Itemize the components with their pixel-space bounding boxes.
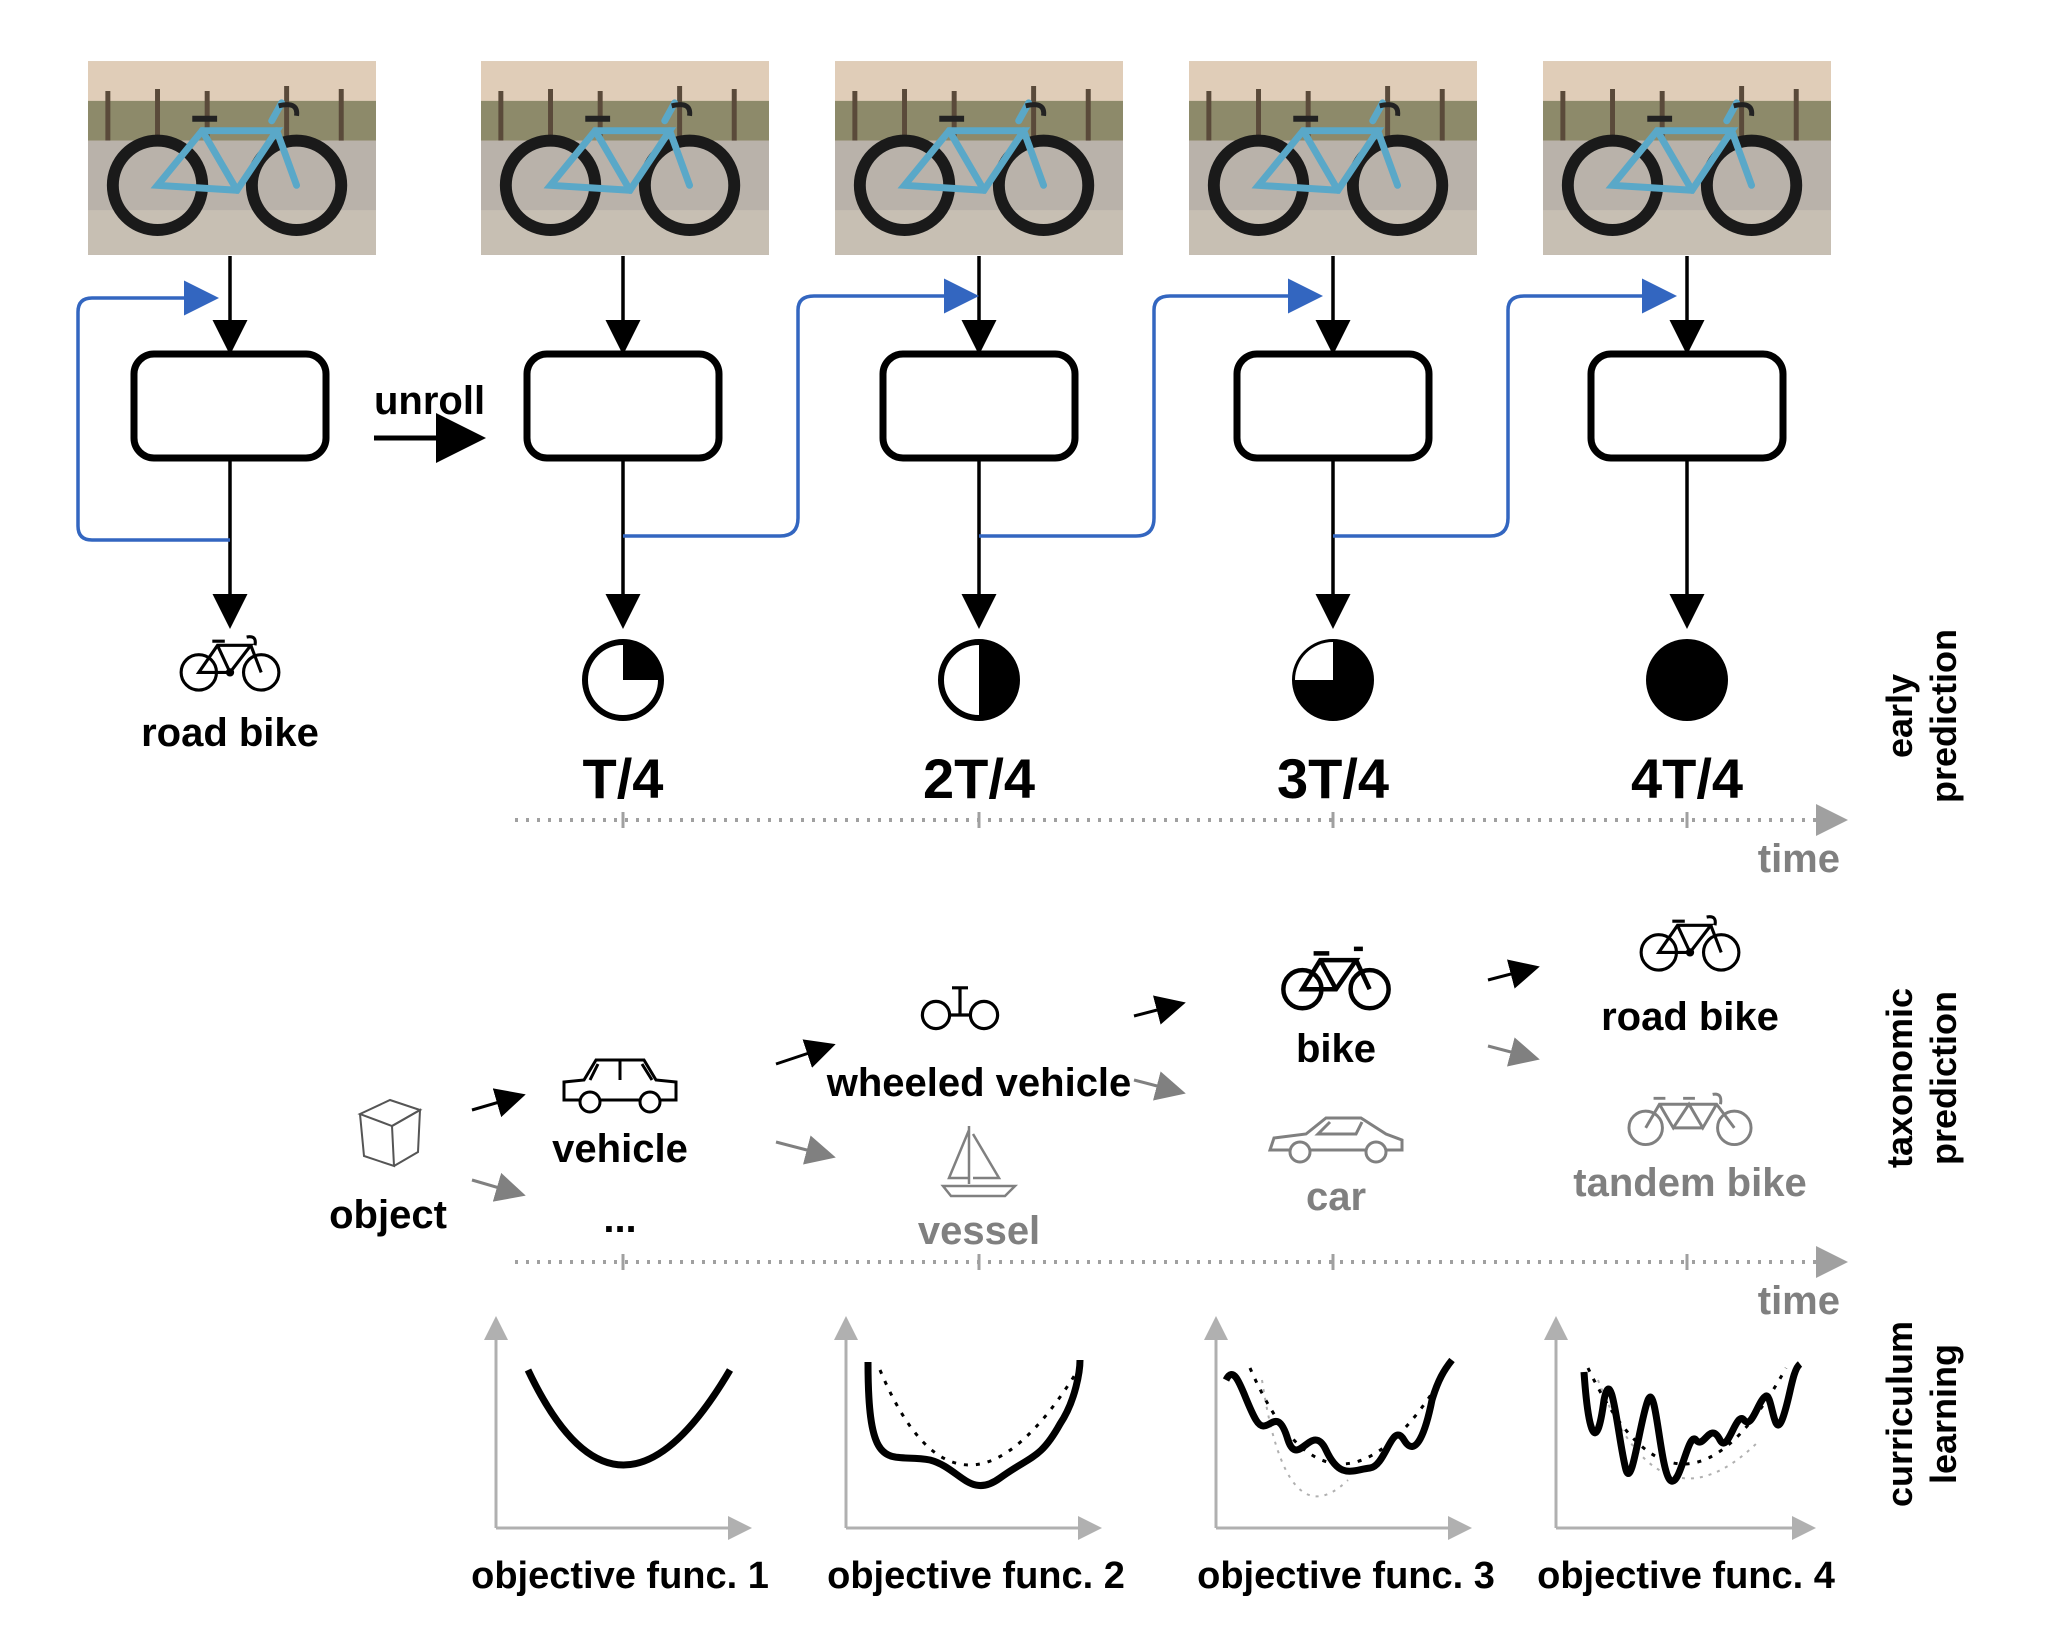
objective-label: objective func. 1	[471, 1555, 769, 1597]
road-bike-icon	[1639, 915, 1741, 972]
time-axis-top	[515, 804, 1848, 836]
objective-label: objective func. 2	[827, 1555, 1125, 1597]
input-image-5	[1543, 61, 1831, 255]
taxonomy-level2-primary: wheeled vehicle	[826, 1061, 1132, 1105]
taxonomy-root-label: object	[329, 1193, 447, 1237]
taxonomy-level4-secondary: tandem bike	[1573, 1161, 1806, 1205]
objective-label: objective func. 3	[1197, 1555, 1495, 1597]
taxonomy-arrow-secondary	[1133, 1071, 1186, 1101]
input-arrows	[212, 256, 1705, 355]
taxonomy-arrow-primary	[1133, 995, 1186, 1025]
time-step-label: 2T/4	[923, 747, 1035, 810]
input-image-1	[88, 61, 376, 255]
input-image-4	[1189, 61, 1477, 255]
rnn-cell-rolled	[130, 350, 330, 462]
rnn-cell-3	[1233, 350, 1433, 462]
sports-car-icon	[1268, 1116, 1404, 1164]
output-arrows	[212, 458, 1705, 629]
road-bike-icon	[179, 635, 281, 692]
taxonomy-arrow-secondary	[1487, 1037, 1540, 1067]
svg-text:prediction: prediction	[1923, 629, 1964, 803]
rnn-cell-1	[523, 350, 723, 462]
input-image-3	[835, 61, 1123, 255]
input-image-2	[481, 61, 769, 255]
cube-icon	[359, 1099, 421, 1167]
time-step-label: T/4	[583, 747, 664, 810]
taxonomy-arrow-primary	[775, 1039, 836, 1068]
svg-text:curriculum: curriculum	[1879, 1321, 1920, 1507]
wheeled-vehicle-icon	[922, 988, 997, 1029]
side-label-curriculum: curriculum learning	[1879, 1321, 1964, 1507]
progress-pie-1	[582, 639, 664, 721]
rnn-cell-4	[1587, 350, 1787, 462]
bicycle-icon	[1283, 949, 1388, 1008]
taxonomy-level4-primary: road bike	[1601, 995, 1779, 1039]
hidden-state-arrows	[76, 278, 1677, 542]
side-label-taxonomic: taxonomic prediction	[1879, 988, 1964, 1168]
taxonomy-level3-primary: bike	[1296, 1027, 1376, 1071]
svg-text:learning: learning	[1923, 1344, 1964, 1484]
svg-text:taxonomic: taxonomic	[1879, 988, 1920, 1168]
side-label-early: early prediction	[1879, 629, 1964, 803]
taxonomy-level1-secondary: ...	[603, 1197, 636, 1241]
time-step-label: 3T/4	[1277, 747, 1389, 810]
unroll-label: unroll	[374, 379, 485, 423]
taxonomy-arrow-secondary	[775, 1135, 836, 1165]
time-axis-bottom	[515, 1246, 1848, 1278]
taxonomy-level1-primary: vehicle	[552, 1127, 688, 1171]
svg-text:prediction: prediction	[1923, 991, 1964, 1165]
objective-plot-4	[1544, 1316, 1816, 1540]
tandem-bike-icon	[1627, 1092, 1753, 1147]
progress-pie-3	[1292, 639, 1374, 721]
taxonomy-level3-secondary: car	[1306, 1175, 1366, 1219]
taxonomy-arrow-secondary	[471, 1172, 526, 1202]
taxonomy-level2-secondary: vessel	[918, 1209, 1040, 1253]
sailboat-icon	[941, 1124, 1017, 1198]
objective-plot-2	[834, 1316, 1102, 1540]
objective-plot-3	[1204, 1316, 1472, 1540]
taxonomy-arrow-primary	[471, 1088, 526, 1118]
progress-pie-2	[938, 639, 1020, 721]
objective-plot-1	[484, 1316, 752, 1540]
objective-label: objective func. 4	[1537, 1555, 1835, 1597]
rnn-cell-2	[879, 350, 1079, 462]
time-step-label: 4T/4	[1631, 747, 1743, 810]
svg-text:early: early	[1879, 674, 1920, 758]
taxonomy-arrow-primary	[1487, 959, 1540, 989]
time-axis-label: time	[1758, 837, 1840, 881]
initial-prediction-label: road bike	[141, 711, 319, 755]
progress-pie-4	[1646, 639, 1728, 721]
time-axis-label: time	[1758, 1279, 1840, 1323]
car-icon	[562, 1058, 678, 1114]
